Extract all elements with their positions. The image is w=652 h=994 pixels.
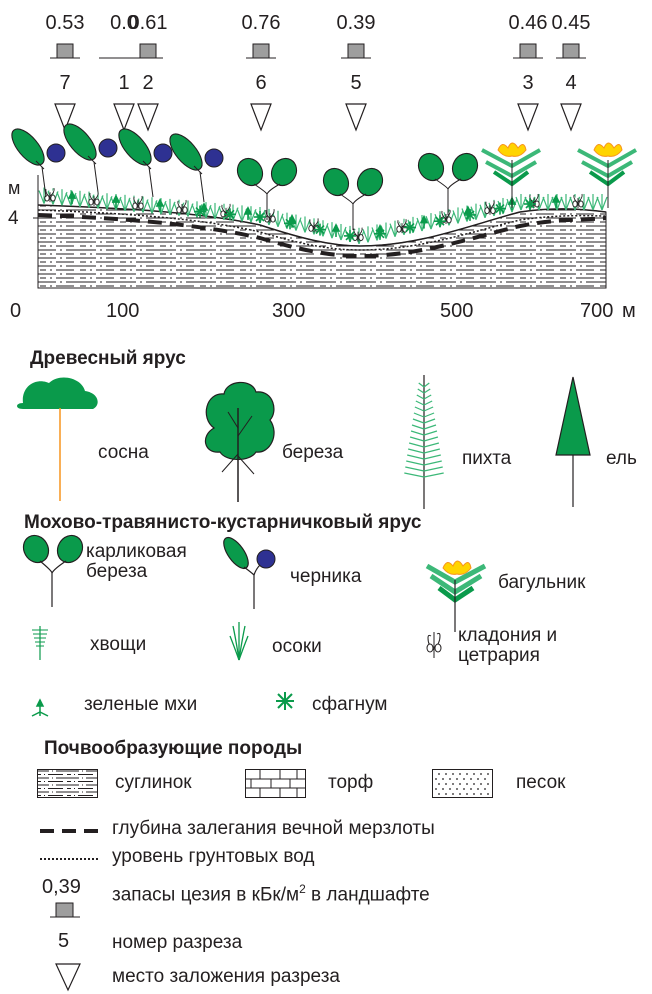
site-number-example: 5 [58, 930, 70, 952]
loam-swatch [37, 769, 98, 798]
sand-label: песок [516, 772, 566, 793]
site-number: 6 [255, 72, 267, 94]
sand-swatch [432, 769, 493, 798]
site-number: 3 [522, 72, 534, 94]
horsetail-label: хвощи [90, 634, 147, 655]
depth-unit-label: м [8, 178, 21, 198]
site-cesium-value: 0.45 [551, 12, 591, 34]
site-cesium-box [133, 43, 163, 59]
site-cesium-box [246, 43, 276, 59]
dwarf-birch-label-2: береза [86, 561, 148, 582]
cs-box-icon [50, 902, 80, 918]
ledum-icon [425, 560, 487, 632]
site-number-label: номер разреза [112, 932, 243, 953]
fir-icon [404, 375, 444, 509]
ground-surface [37, 204, 607, 247]
site-number: 5 [350, 72, 362, 94]
soil-title: Почвообразующие породы [44, 738, 303, 759]
dwarf-birch-label-1: карликовая [86, 541, 187, 562]
cs-example-value: 0,39 [42, 876, 81, 898]
site-number: 2 [142, 72, 154, 94]
site-cesium-box [341, 43, 371, 59]
site-cesium-box [99, 57, 139, 59]
x-unit-label: м [622, 300, 636, 322]
sphagnum-icon [276, 692, 294, 710]
sedge-icon [229, 622, 249, 661]
birch-label: береза [282, 442, 344, 463]
blueberry-label: черника [290, 566, 362, 587]
site-triangle [54, 103, 76, 132]
site-place-label: место заложения разреза [112, 966, 340, 987]
x-tick-0: 0 [10, 300, 22, 322]
x-tick-300: 300 [272, 300, 306, 322]
site-number: 7 [59, 72, 71, 94]
spruce-label: ель [606, 448, 637, 469]
birch-icon [204, 381, 275, 502]
site-cesium-box [513, 43, 543, 59]
permafrost-line [37, 213, 607, 259]
sphagnum-label: сфагнум [312, 694, 388, 715]
site-triangle [345, 103, 367, 132]
x-tick-500: 500 [440, 300, 474, 322]
site-cesium-box [556, 43, 586, 59]
blueberry-icon [223, 536, 276, 609]
site-cesium-value: 0.53 [45, 12, 85, 34]
site-number: 1 [118, 72, 130, 94]
soil-body [37, 204, 607, 289]
site-triangle [517, 103, 539, 132]
permafrost-legend-line [40, 829, 100, 833]
x-tick-100: 100 [106, 300, 140, 322]
green-moss-icon [31, 698, 49, 717]
fir-label: пихта [462, 448, 512, 469]
cladonia-label-1: кладония и [458, 625, 558, 646]
dwarf-birch-icon [22, 534, 84, 607]
site-triangle [113, 103, 135, 132]
permafrost-label: глубина залегания вечной мерзлоты [112, 818, 435, 839]
cs-legend-label: запасы цезия в кБк/м2 в ландшафте [112, 882, 430, 906]
ground-layer-title: Мохово-травянисто-кустарничковый ярус [24, 512, 422, 533]
site-cesium-box [50, 43, 80, 59]
spruce-icon [555, 376, 591, 507]
site-triangle [137, 103, 159, 132]
pine-icon [17, 377, 98, 501]
site-cesium-value: 0.39 [336, 12, 376, 34]
depth-value-label: 4 [8, 208, 19, 229]
site-triangle [560, 103, 582, 132]
green-moss-label: зеленые мхи [84, 694, 198, 715]
groundwater-label: уровень грунтовых вод [112, 846, 315, 867]
ledum-label: багульник [498, 572, 586, 593]
pine-label: сосна [98, 442, 149, 463]
site-number: 4 [565, 72, 577, 94]
site-cesium-value: 0.46 [508, 12, 548, 34]
tree-layer-title: Древесный ярус [30, 348, 186, 369]
horsetail-icon [32, 626, 48, 660]
cladonia-icon [426, 632, 442, 658]
loam-label: суглинок [115, 772, 192, 793]
site-cesium-value: 0.0 [110, 12, 138, 34]
landscape-profile [11, 123, 637, 289]
site-cesium-value: 0.61 [128, 12, 168, 34]
cladonia-label-2: цетрария [458, 645, 540, 666]
site-triangle-icon [55, 963, 81, 992]
groundwater-line [37, 209, 607, 251]
groundwater-legend-line [40, 858, 100, 860]
sedge-label: осоки [272, 636, 322, 657]
site-cesium-value: 0.76 [241, 12, 281, 34]
x-tick-700: 700 [580, 300, 614, 322]
peat-swatch [245, 769, 306, 798]
site-triangle [250, 103, 272, 132]
peat-label: торф [328, 772, 374, 793]
